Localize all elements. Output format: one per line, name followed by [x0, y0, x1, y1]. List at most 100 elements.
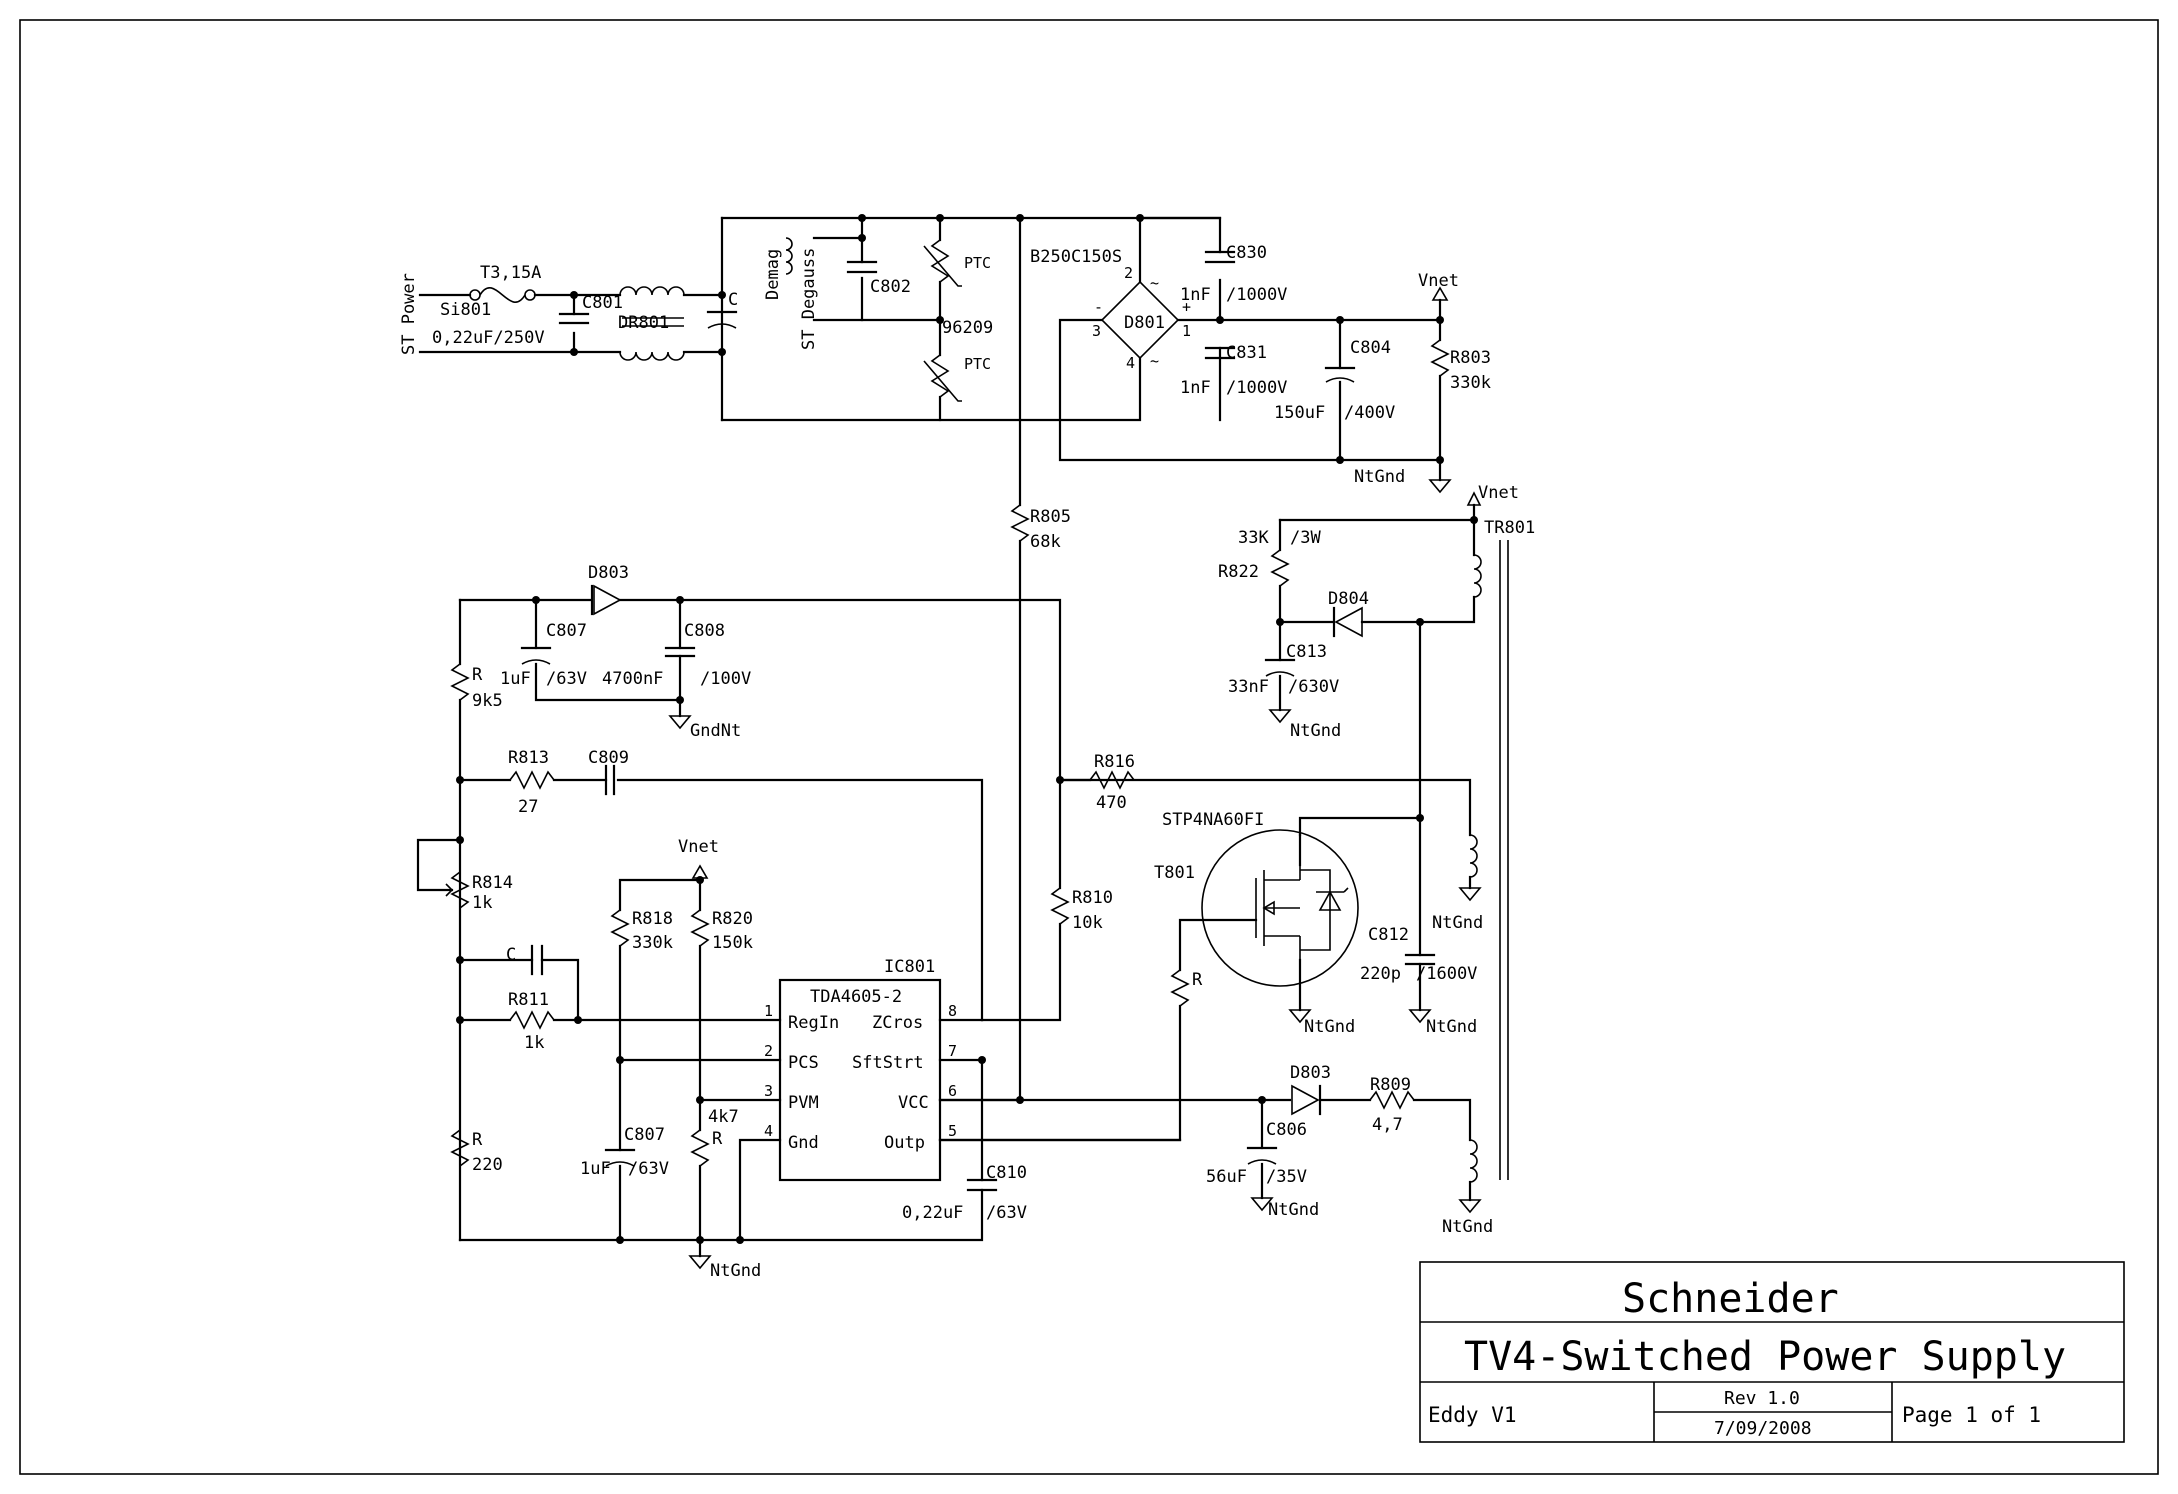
- r814-label: R814: [472, 873, 513, 893]
- pin-pcs: PCS: [788, 1053, 819, 1073]
- r-220-value: 220: [472, 1155, 503, 1175]
- r-220-label: R: [472, 1130, 483, 1150]
- ntgnd-c812: NtGnd: [1426, 1017, 1477, 1037]
- tr801-label: TR801: [1484, 518, 1535, 538]
- c813-value: 33nF: [1228, 677, 1269, 697]
- c809-label: C809: [588, 748, 629, 768]
- c813-label: C813: [1286, 642, 1327, 662]
- author: Eddy V1: [1428, 1403, 1517, 1427]
- ntgnd-bottom: NtGnd: [710, 1261, 761, 1281]
- r822-wattage: /3W: [1290, 528, 1321, 548]
- ntgnd-top: NtGnd: [1354, 467, 1405, 487]
- c812-voltage: /1600V: [1416, 964, 1477, 984]
- ptc1-label: PTC: [964, 254, 991, 272]
- c804-voltage: /400V: [1344, 403, 1395, 423]
- r811-value: 1k: [524, 1033, 544, 1053]
- ic801-body: [778, 978, 942, 1182]
- c830-label: C830: [1226, 243, 1267, 263]
- r805-label: R805: [1030, 507, 1071, 527]
- r818-value: 330k: [632, 933, 673, 953]
- vnet-label-2: Vnet: [1478, 483, 1519, 503]
- r816-label: R816: [1094, 752, 1135, 772]
- r809-value: 4,7: [1372, 1115, 1403, 1135]
- c802-label: C802: [870, 277, 911, 297]
- ic801-label: IC801: [884, 957, 935, 977]
- ptc-part: 96209: [942, 318, 993, 338]
- d804-label: D804: [1328, 589, 1369, 609]
- stp-part: STP4NA60FI: [1162, 810, 1264, 830]
- c808-value: 4700nF: [602, 669, 663, 689]
- c807-top-label: C807: [546, 621, 587, 641]
- fuse-ref: Si801: [440, 300, 491, 320]
- c807-bottom-voltage: /63V: [628, 1159, 669, 1179]
- pin-5: 5: [948, 1122, 957, 1140]
- c810-voltage: /63V: [986, 1203, 1027, 1223]
- c-label: C: [728, 290, 738, 310]
- c807-top-voltage: /63V: [546, 669, 587, 689]
- pin-sftstrt: SftStrt: [852, 1053, 924, 1073]
- bridge-ac2: ~: [1150, 352, 1159, 370]
- r809-label: R809: [1370, 1075, 1411, 1095]
- startup-resistor: R805 68k: [1010, 216, 1071, 1102]
- bridge-minus: -: [1094, 298, 1103, 316]
- c830-voltage: /1000V: [1226, 285, 1287, 305]
- r818-label: R818: [632, 909, 673, 929]
- pin-regin: RegIn: [788, 1013, 839, 1033]
- pin-gnd: Gnd: [788, 1133, 819, 1153]
- c813-voltage: /630V: [1288, 677, 1339, 697]
- input-filter: ST Power T3,15A Si801 C801 0,22uF/250V D…: [399, 216, 1222, 422]
- r822-label: R822: [1218, 562, 1259, 582]
- c810-label: C810: [986, 1163, 1027, 1183]
- pin-2: 2: [764, 1042, 773, 1060]
- r803-label: R803: [1450, 348, 1491, 368]
- title-block: Schneider TV4-Switched Power Supply Eddy…: [1419, 1261, 2125, 1443]
- d803-bottom-label: D803: [1290, 1063, 1331, 1083]
- fuse-rating: T3,15A: [480, 263, 541, 283]
- r810-value: 10k: [1072, 913, 1103, 933]
- bridge-rectifier: B250C150S 2 3 1 4 - + ~ ~ D801 C830 1nF …: [1018, 214, 1491, 494]
- control-section: D803 C807 1uF /63V C808 4700nF /100V Gnd…: [416, 563, 1182, 1281]
- r-9k5-value: 9k5: [472, 691, 503, 711]
- revision: Rev 1.0: [1724, 1388, 1800, 1409]
- ntgnd-c813: NtGnd: [1290, 721, 1341, 741]
- ic801-part: TDA4605-2: [810, 987, 902, 1007]
- c807-bottom-value: 1uF: [580, 1159, 611, 1179]
- r-4k7-value: 4k7: [708, 1107, 739, 1127]
- r813-label: R813: [508, 748, 549, 768]
- c804-label: C804: [1350, 338, 1391, 358]
- r814-value: 1k: [472, 893, 492, 913]
- pin-3: 3: [764, 1082, 773, 1100]
- r803-value: 330k: [1450, 373, 1491, 393]
- r810-label: R810: [1072, 888, 1113, 908]
- demag-label: Demag: [763, 249, 783, 300]
- pin-8: 8: [948, 1002, 957, 1020]
- page-number: Page 1 of 1: [1902, 1403, 2041, 1427]
- bridge-pin-2: 2: [1124, 264, 1133, 282]
- r-4k7-label: R: [712, 1129, 723, 1149]
- ntgnd-tr-bottom: NtGnd: [1442, 1217, 1493, 1237]
- ntgnd-c806: NtGnd: [1268, 1200, 1319, 1220]
- c-fb-label: C: [506, 945, 516, 965]
- c806-voltage: /35V: [1266, 1167, 1307, 1187]
- degauss-section: Demag ST Degauss C802 PTC PTC 96209: [763, 214, 1024, 422]
- pin-1: 1: [764, 1002, 773, 1020]
- bridge-plus: +: [1182, 298, 1191, 316]
- c831-value: 1nF: [1180, 378, 1211, 398]
- pin-7: 7: [948, 1042, 957, 1060]
- bridge-ac1: ~: [1150, 274, 1159, 292]
- t801-label: T801: [1154, 863, 1195, 883]
- vnet-label-1: Vnet: [1418, 271, 1459, 291]
- c808-voltage: /100V: [700, 669, 751, 689]
- c830-value: 1nF: [1180, 285, 1211, 305]
- transformer-section: Vnet TR801 33K /3W R822 D804 C813 33nF /…: [938, 483, 1535, 1237]
- ntgnd-source: NtGnd: [1304, 1017, 1355, 1037]
- r822-value: 33K: [1238, 528, 1269, 548]
- r813-value: 27: [518, 797, 538, 817]
- drawing-title: TV4-Switched Power Supply: [1464, 1334, 2066, 1380]
- st-degauss-label: ST Degauss: [799, 248, 819, 350]
- date: 7/09/2008: [1714, 1418, 1812, 1439]
- pin-4: 4: [764, 1122, 773, 1140]
- r820-value: 150k: [712, 933, 753, 953]
